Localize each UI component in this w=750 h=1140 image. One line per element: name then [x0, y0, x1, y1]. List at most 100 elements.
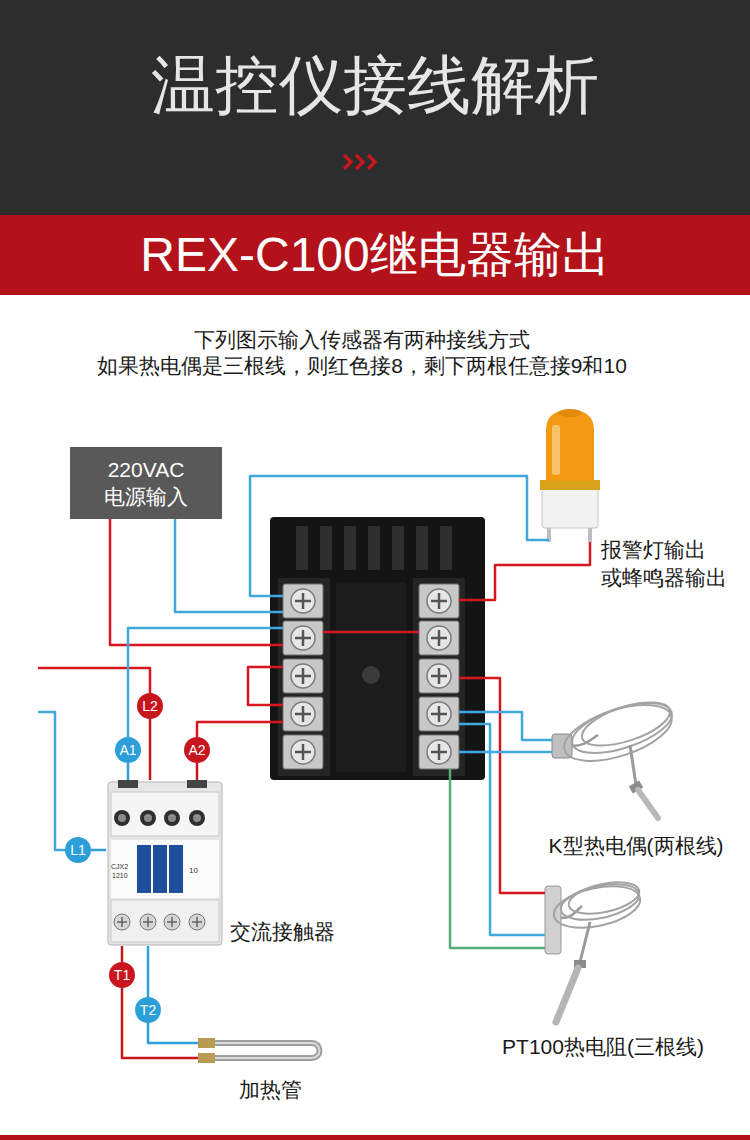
thermocouple: K型热电偶(两根线): [525, 686, 700, 822]
mount-hole: [362, 666, 380, 684]
terminal: [419, 659, 459, 693]
wire-connector: [148, 1023, 198, 1043]
wire: [38, 668, 150, 693]
terminal-screw: [168, 814, 176, 822]
part-caption: 交流接触器: [230, 918, 335, 946]
terminal-strip: [111, 792, 219, 836]
wire: [450, 769, 545, 948]
contact-block: [153, 845, 167, 893]
wire: [459, 678, 545, 893]
heater-fitting: [198, 1053, 215, 1063]
terminal: [419, 584, 459, 618]
heater-tube: 加热管: [198, 1032, 330, 1064]
heater-highlight: [215, 1043, 320, 1058]
wire: [459, 751, 552, 754]
controller-center: [336, 582, 406, 772]
wire-tag: T1: [109, 962, 135, 988]
vent-slot: [392, 526, 404, 570]
sensor-coil: [550, 879, 644, 934]
terminal-column: [278, 578, 330, 776]
terminal-screw: [193, 814, 201, 822]
vent-slot: [320, 526, 332, 570]
intro-note: 如果热电偶是三根线，则红色接8，剩下两根任意接9和10: [97, 353, 627, 378]
wire: [197, 722, 283, 737]
node-text: T1: [114, 968, 130, 982]
part-caption: 报警灯输出 或蜂鸣器输出: [601, 536, 727, 592]
chevron-mark: [344, 155, 375, 169]
vent-slot: [368, 526, 380, 570]
probe-tube: [638, 790, 658, 818]
power-input-box: 220VAC 电源输入: [70, 447, 222, 519]
connector-group: [91, 719, 198, 1058]
wire: [248, 667, 283, 705]
terminal: [419, 697, 459, 731]
wire-tag: A2: [184, 737, 210, 763]
part-caption: 加热管: [239, 1076, 302, 1104]
wire: [459, 542, 590, 600]
wire: [459, 712, 552, 740]
alarm-lamp: 报警灯输出 或蜂鸣器输出: [536, 405, 598, 535]
terminal: [283, 697, 323, 731]
terminal-hole: [140, 810, 156, 826]
coil-terminal: [187, 780, 207, 788]
wire-connector: [147, 946, 150, 997]
terminal-screw: [144, 814, 152, 822]
lamp-cap: [558, 409, 582, 417]
vent-slot: [440, 526, 452, 570]
node-text: 220VAC 电源输入: [104, 456, 188, 511]
sensor-plug: [545, 886, 561, 954]
terminal-screw: [118, 814, 126, 822]
vent-slot: [344, 526, 356, 570]
coil-terminal: [118, 780, 138, 788]
page-title: 温控仪接线解析: [0, 53, 750, 117]
lamp-dome: [546, 410, 594, 481]
wire-tag: L2: [137, 693, 163, 719]
contact-block: [137, 845, 151, 893]
lamp-base: [542, 488, 598, 528]
contactor-face: [111, 840, 219, 898]
node-text: A2: [188, 743, 205, 757]
contactor-body: [108, 782, 222, 945]
intro-note: 下列图示输入传感器有两种接线方式: [194, 327, 530, 352]
contact-block: [169, 845, 183, 893]
wire: [459, 724, 545, 935]
lamp-highlight: [552, 425, 560, 475]
pt100-sensor: PT100热电阻(三根线): [528, 878, 648, 1030]
model-text: 10: [189, 866, 198, 876]
wire-connector: [122, 988, 198, 1058]
terminal: [283, 735, 323, 769]
terminal: [283, 659, 323, 693]
vent-slot: [296, 526, 308, 570]
sensor-coil: [566, 693, 677, 763]
node-text: REX-C100继电器输出: [140, 229, 609, 282]
controller-body: [270, 517, 485, 780]
wire-connector: [196, 763, 199, 780]
node-text: T2: [140, 1003, 156, 1017]
probe-sleeve: [630, 745, 636, 785]
wire-connector: [127, 763, 130, 780]
wire-connector: [149, 719, 152, 780]
lamp-ring: [540, 480, 600, 490]
vent-slot: [416, 526, 428, 570]
node-text: A1: [119, 743, 136, 757]
terminal-hole: [114, 810, 130, 826]
wire: [38, 712, 65, 850]
wire: [110, 519, 283, 645]
heater-tube: [215, 1043, 320, 1058]
terminal-strip: [111, 900, 219, 942]
wire-connector: [91, 849, 106, 852]
terminal-hole: [189, 810, 205, 826]
wire-tag: L1: [65, 837, 91, 863]
wire: [175, 519, 283, 612]
terminal-hole: [164, 810, 180, 826]
wire: [250, 476, 549, 596]
node-text: L2: [142, 699, 158, 713]
probe-tube: [556, 968, 578, 1022]
node-text: L1: [70, 843, 86, 857]
probe-sleeve: [580, 922, 590, 962]
wire: [323, 631, 419, 634]
terminal-column: [413, 578, 465, 776]
screw-slot: [117, 917, 202, 927]
wire-tag: A1: [115, 737, 141, 763]
